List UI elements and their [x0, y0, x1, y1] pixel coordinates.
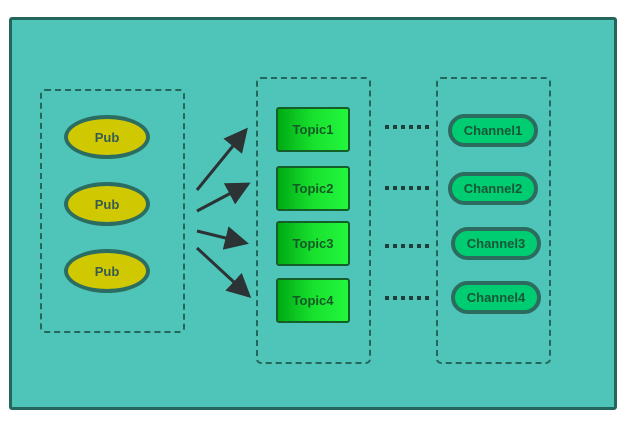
channel-node: Channel3	[451, 227, 541, 260]
publisher-node: Pub	[64, 249, 150, 293]
topic-channel-connector	[385, 125, 429, 129]
topic-group	[256, 77, 371, 364]
channel-node: Channel2	[448, 172, 538, 205]
publisher-node: Pub	[64, 115, 150, 159]
topic-node: Topic2	[276, 166, 350, 211]
topic-channel-connector	[385, 296, 429, 300]
topic-channel-connector	[385, 186, 429, 190]
topic-node: Topic1	[276, 107, 350, 152]
topic-channel-connector	[385, 244, 429, 248]
channel-group	[436, 77, 551, 364]
topic-node: Topic3	[276, 221, 350, 266]
publisher-node: Pub	[64, 182, 150, 226]
publisher-group	[40, 89, 185, 333]
channel-node: Channel4	[451, 281, 541, 314]
topic-node: Topic4	[276, 278, 350, 323]
channel-node: Channel1	[448, 114, 538, 147]
